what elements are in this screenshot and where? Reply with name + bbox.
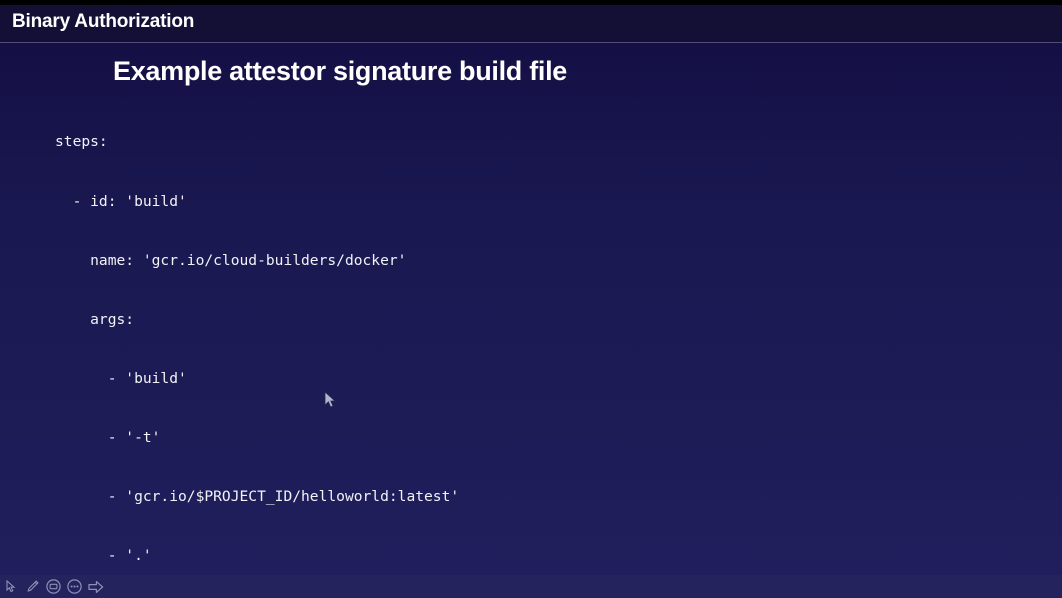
code-line: - '-t' (55, 428, 161, 446)
mouse-cursor-icon (324, 391, 338, 409)
header-divider (0, 42, 1062, 43)
presentation-toolbar[interactable] (0, 575, 1062, 598)
pen-icon[interactable] (23, 577, 42, 596)
code-line: name: 'gcr.io/cloud-builders/docker' (55, 251, 407, 269)
slide-heading: Example attestor signature build file (113, 56, 568, 86)
letterbox-bar (0, 0, 1062, 5)
code-line: - id: 'build' (55, 192, 187, 210)
code-line: - '.' (55, 547, 152, 565)
code-line: args: (55, 310, 135, 328)
slide-content-area: Example attestor signature build file st… (0, 43, 1062, 575)
slide-header-band: Binary Authorization (0, 5, 1062, 42)
code-line: - 'gcr.io/$PROJECT_ID/helloworld:latest' (55, 487, 460, 505)
pointer-icon[interactable] (2, 577, 21, 596)
code-line: - 'build' (55, 369, 187, 387)
presentation-title: Binary Authorization (12, 11, 195, 32)
next-slide-icon[interactable] (86, 577, 105, 596)
slide-menu-icon[interactable] (65, 577, 84, 596)
yaml-code-block: steps: - id: 'build' name: 'gcr.io/cloud… (55, 93, 1055, 598)
laser-pointer-icon[interactable] (44, 577, 63, 596)
code-line: steps: (55, 133, 108, 151)
